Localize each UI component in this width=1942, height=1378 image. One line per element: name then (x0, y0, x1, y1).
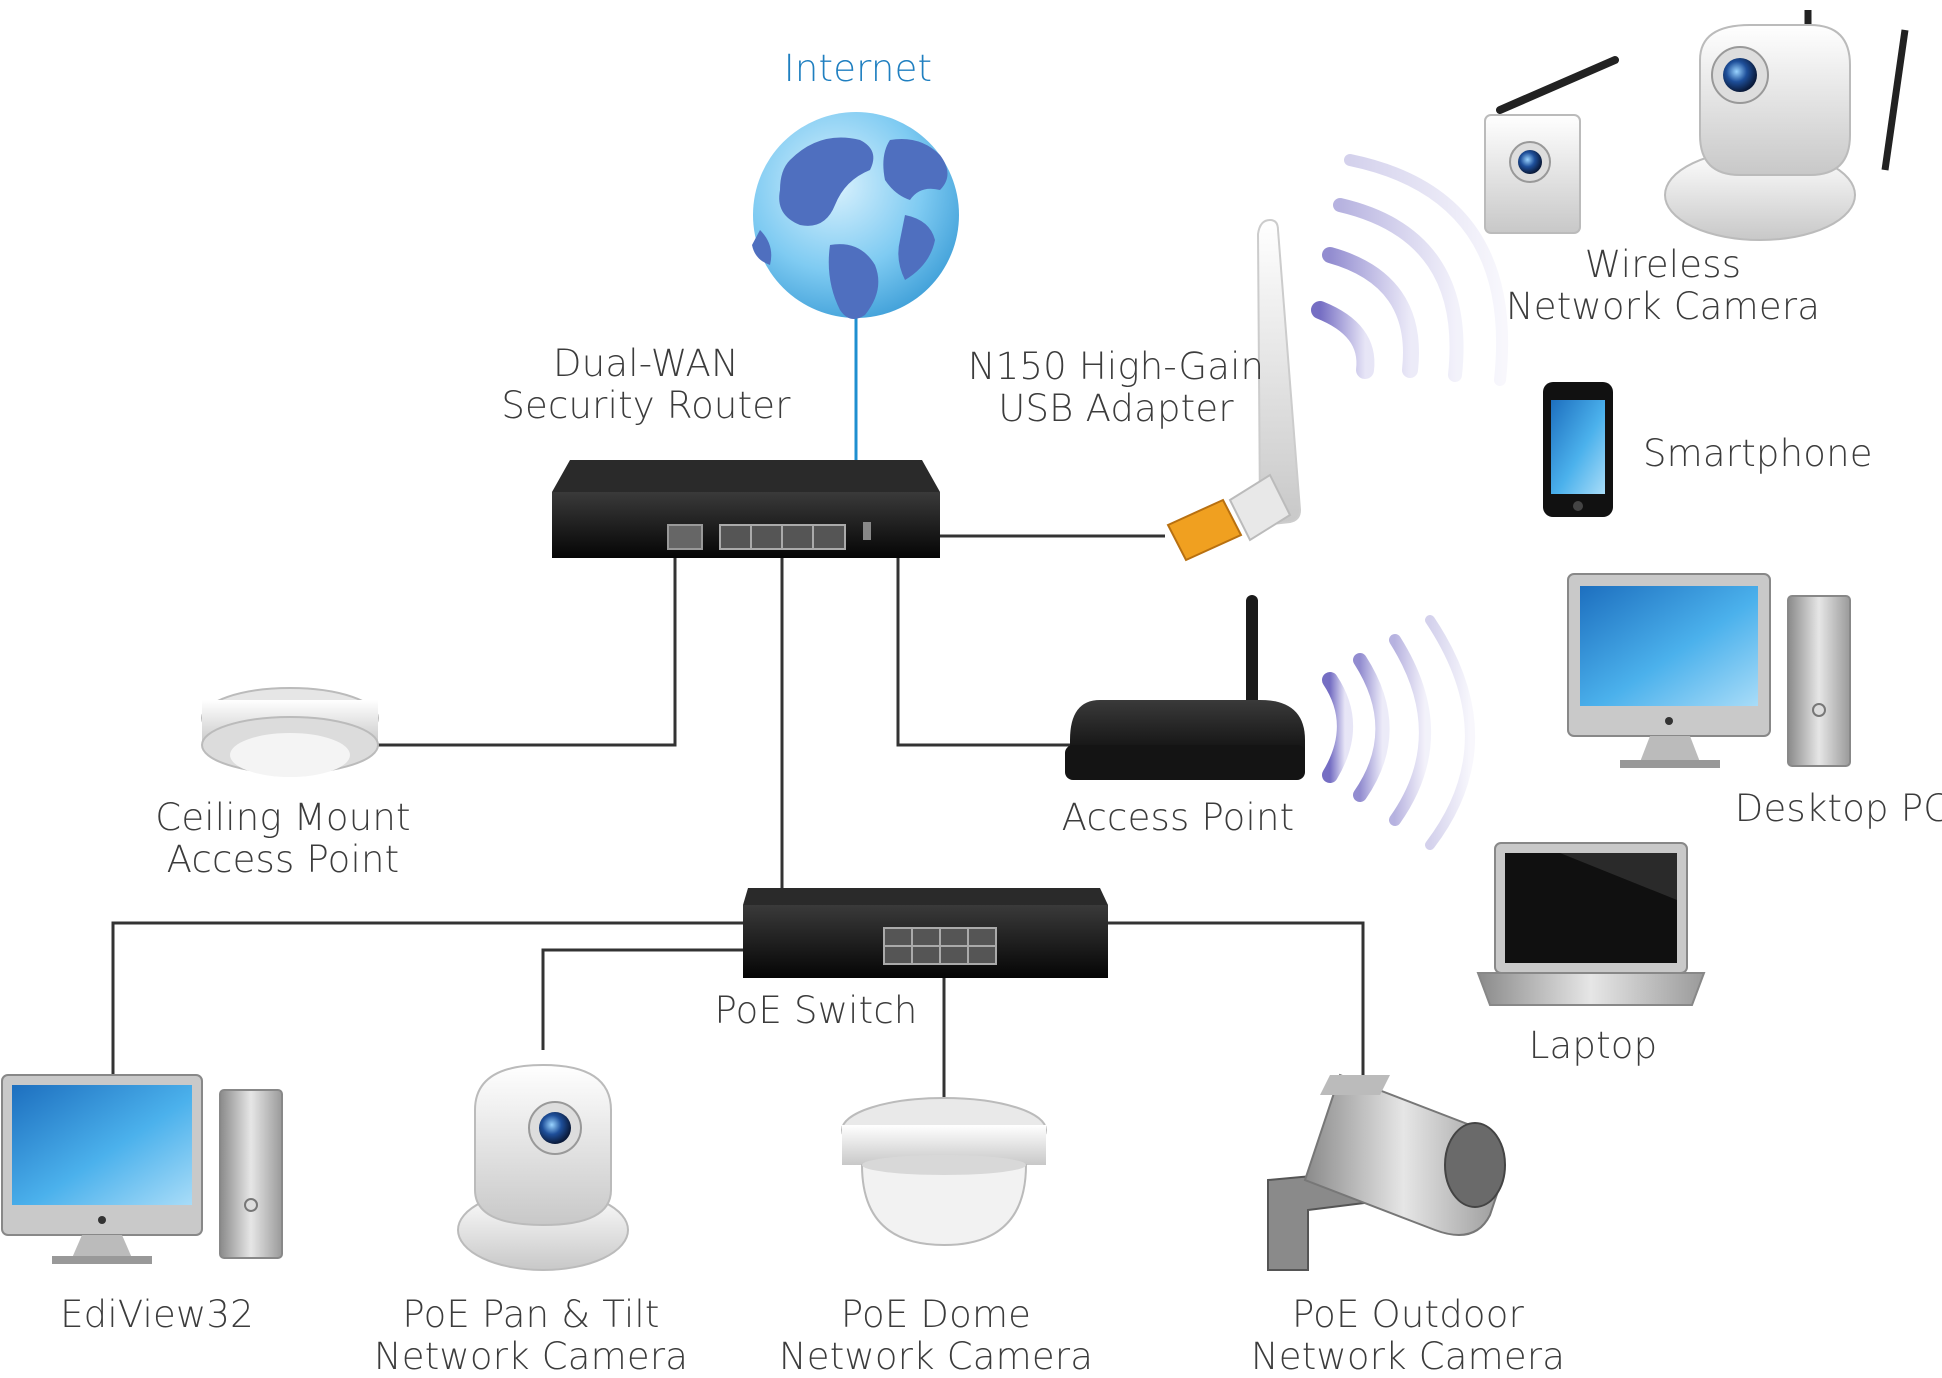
access-point-label: Access Point (1061, 796, 1295, 839)
desktop-pc-icon (1567, 573, 1851, 768)
poe-switch-device (743, 888, 1108, 978)
router-device (552, 460, 940, 558)
globe-icon (752, 112, 959, 319)
wire-switch-pantilt (541, 948, 745, 1050)
ptz-camera-icon (457, 1063, 629, 1271)
wire-router-ceiling-ap (375, 555, 677, 747)
ediview-label: EdiView32 (60, 1293, 254, 1336)
smartphone-icon (1543, 382, 1613, 517)
router-label-line1: Dual-WAN (553, 342, 739, 385)
wifi-waves-icon (1322, 615, 1475, 850)
outdoor-camera-icon (1267, 1073, 1506, 1271)
outdoor-label-line1: PoE Outdoor (1291, 1293, 1525, 1336)
wifi-waves-icon (1311, 154, 1509, 386)
poe-switch-label: PoE Switch (714, 989, 918, 1032)
wireless-camera-label: Wireless Network Camera (1506, 244, 1820, 328)
wire-router-access-point (896, 555, 1070, 747)
laptop-label: Laptop (1528, 1024, 1658, 1067)
outdoor-label: PoE Outdoor Network Camera (1251, 1294, 1565, 1378)
router-label: Dual-WAN Security Router (501, 343, 790, 427)
dome-label-line1: PoE Dome (840, 1293, 1032, 1336)
usb-adapter-icon (1166, 218, 1302, 562)
ceiling-ap-icon (201, 687, 379, 777)
wireless-camera-icon (1484, 10, 1909, 241)
desktop-pc-icon (1, 1074, 283, 1264)
ceiling-ap-label-line1: Ceiling Mount (155, 796, 411, 839)
pan-tilt-label-line2: Network Camera (373, 1335, 689, 1378)
router-label-line2: Security Router (501, 384, 791, 427)
outdoor-label-line2: Network Camera (1250, 1335, 1566, 1378)
wire-switch-outdoor (1108, 921, 1365, 1075)
internet-label: Internet (783, 47, 933, 90)
access-point-icon (1065, 595, 1305, 780)
pan-tilt-label-line1: PoE Pan & Tilt (402, 1293, 660, 1336)
connection-lines (111, 300, 1365, 1100)
pan-tilt-label: PoE Pan & Tilt Network Camera (374, 1294, 688, 1378)
usb-adapter-label-line1: N150 High-Gain (967, 345, 1265, 388)
desktop-pc-label: Desktop PC (1734, 787, 1942, 830)
wireless-camera-label-line1: Wireless (1584, 243, 1742, 286)
dome-label-line2: Network Camera (778, 1335, 1094, 1378)
usb-adapter-label-line2: USB Adapter (998, 387, 1234, 430)
dome-camera-icon (841, 1097, 1047, 1247)
smartphone-label: Smartphone (1643, 432, 1873, 475)
dome-label: PoE Dome Network Camera (779, 1294, 1093, 1378)
wire-switch-ediview (111, 921, 745, 1075)
wireless-camera-label-line2: Network Camera (1505, 285, 1821, 328)
usb-adapter-label: N150 High-Gain USB Adapter (968, 346, 1264, 430)
ceiling-ap-label: Ceiling Mount Access Point (155, 797, 410, 881)
laptop-icon (1476, 842, 1706, 1006)
ceiling-ap-label-line2: Access Point (166, 838, 400, 881)
